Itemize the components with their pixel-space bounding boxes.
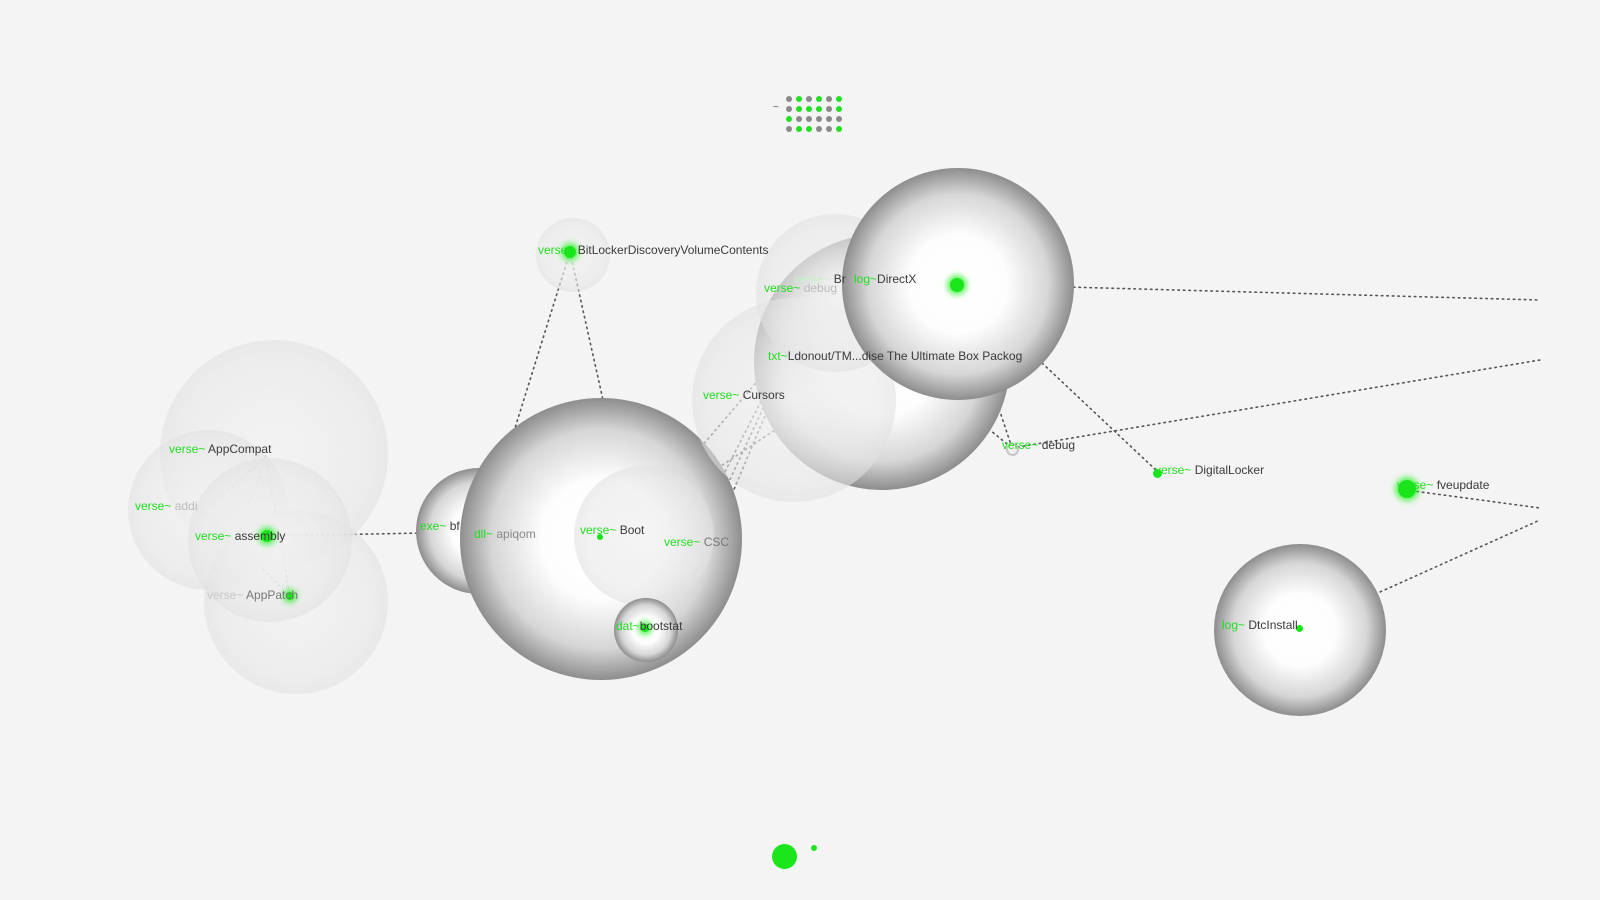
grid-dot <box>836 106 842 112</box>
bottom-large-dot[interactable] <box>772 844 797 869</box>
grid-dot <box>826 126 832 132</box>
grid-dot <box>796 126 802 132</box>
node-name: Br <box>833 272 846 286</box>
node-name: Cursors <box>742 388 785 402</box>
node-label-bootstat[interactable]: dat~bootstat <box>616 619 682 633</box>
node-name: debug <box>1041 438 1076 452</box>
grid-dot <box>786 126 792 132</box>
node-name: Ldonout/TM...dise The Ultimate Box Pack <box>787 349 1009 363</box>
node-label-assembly[interactable]: verse~ assembly <box>195 529 285 543</box>
node-label-addins[interactable]: verse~ addi <box>135 499 197 513</box>
node-label-apppatch[interactable]: verse~ AppPatch <box>207 588 298 602</box>
link-line <box>1011 359 1541 449</box>
link-line <box>1405 489 1541 509</box>
grid-dot <box>786 116 792 122</box>
node-ext: verse~ <box>764 281 801 295</box>
node-name: debug <box>803 281 838 295</box>
node-label-brand[interactable]: verse~ Br <box>794 272 846 286</box>
grid-dot <box>796 116 802 122</box>
grid-dot <box>786 96 792 102</box>
node-ext: verse~ <box>1002 438 1039 452</box>
node-name: BitLockerDiscoveryVolumeContents <box>577 243 769 257</box>
node-label-debug[interactable]: verse~ debug <box>1002 438 1075 452</box>
node-label-dtcinstall[interactable]: log~ DtcInstall <box>1222 618 1298 632</box>
node-label-digitallocker[interactable]: verse~ DigitalLocker <box>1155 463 1264 477</box>
node-name: assembly <box>234 529 286 543</box>
node-ext: verse~ <box>538 243 575 257</box>
grid-dot <box>836 96 842 102</box>
node-name: DirectX <box>877 272 917 286</box>
grid-dot <box>806 126 812 132</box>
node-ext: verse~ <box>169 442 206 456</box>
grid-dot <box>816 116 822 122</box>
grid-dot <box>826 116 832 122</box>
grid-dot <box>836 126 842 132</box>
dot-grid-widget[interactable]: ~ <box>770 94 850 136</box>
grid-dot <box>806 96 812 102</box>
node-label-appcompat[interactable]: verse~ AppCompat <box>169 442 271 456</box>
node-label-bfsvc[interactable]: exe~ bf <box>420 519 460 533</box>
node-ext: verse~ <box>135 499 172 513</box>
node-name: AppCompat <box>208 442 272 456</box>
grid-dot <box>826 106 832 112</box>
node-name: fveupdate <box>1436 478 1490 492</box>
grid-dot <box>806 106 812 112</box>
node-ext: verse~ <box>703 388 740 402</box>
node-label-directx[interactable]: log~DirectX <box>854 272 916 286</box>
node-ext: dat~ <box>616 619 640 633</box>
node-name: DigitalLocker <box>1194 463 1265 477</box>
grid-dot <box>806 116 812 122</box>
grid-dot <box>796 106 802 112</box>
node-label-cursors[interactable]: verse~ Cursors <box>703 388 785 402</box>
node-ext: verse~ <box>1397 478 1434 492</box>
node-name: apiqom <box>496 527 536 541</box>
node-label-apiqom[interactable]: dll~ apiqom <box>474 527 536 541</box>
node-ext: verse~ <box>580 523 617 537</box>
grid-dot <box>836 116 842 122</box>
node-ext: log~ <box>854 272 878 286</box>
node-label-csc[interactable]: verse~ CSC <box>664 535 729 549</box>
node-ext: verse~ <box>664 535 701 549</box>
node-ext: log~ <box>1222 618 1246 632</box>
node-name: bf <box>449 519 460 533</box>
grid-dot <box>816 126 822 132</box>
bottom-small-dot[interactable] <box>811 845 817 851</box>
node-name: addi <box>174 499 198 513</box>
node-name: AppPatch <box>246 588 299 602</box>
node-ext: verse~ <box>794 272 831 286</box>
node-name: CSC <box>703 535 730 549</box>
node-label-fveupdate[interactable]: verse~ fveupdate <box>1397 478 1489 492</box>
grid-dot <box>786 106 792 112</box>
node-ext: exe~ <box>420 519 447 533</box>
grid-tilde: ~ <box>773 102 779 113</box>
node-label-bitlocker[interactable]: verse~ BitLockerDiscoveryVolumeContents <box>538 243 768 257</box>
node-ext: verse~ <box>195 529 232 543</box>
node-ext: verse~ <box>1155 463 1192 477</box>
node-label-dotnet[interactable]: txt~Ldonout/TM...dise The Ultimate Box P… <box>768 349 1022 363</box>
node-ext: txt~ <box>768 349 788 363</box>
node-name: Boot <box>619 523 645 537</box>
grid-dot <box>796 96 802 102</box>
node-ext: dll~ <box>474 527 494 541</box>
grid-dot <box>816 106 822 112</box>
node-name: DtcInstall <box>1248 618 1298 632</box>
node-name-suffix: og <box>1008 349 1023 363</box>
node-label-boot[interactable]: verse~ Boot <box>580 523 644 537</box>
node-label-debugnear[interactable]: verse~ debug <box>764 281 837 295</box>
node-name: bootstat <box>639 619 683 633</box>
node-ext: verse~ <box>207 588 244 602</box>
grid-dot <box>826 96 832 102</box>
grid-dot <box>816 96 822 102</box>
